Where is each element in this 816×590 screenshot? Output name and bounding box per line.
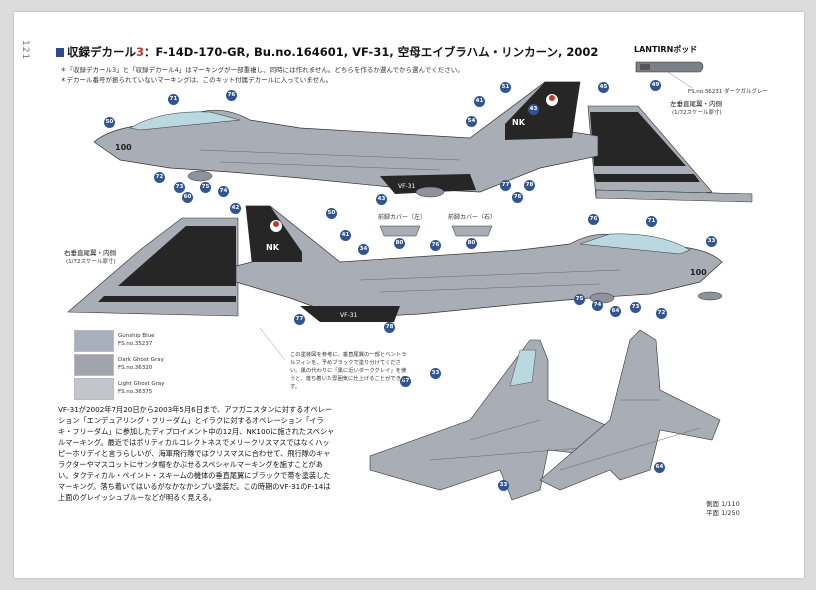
callout: 41 [474, 96, 485, 107]
callout: 74 [218, 186, 229, 197]
lantirn-pod [635, 61, 704, 89]
side-view-bottom: VF-31 100 NK [235, 205, 723, 322]
callout: 33 [498, 480, 509, 491]
callout: 71 [646, 216, 657, 227]
underside-plan-view [369, 339, 641, 501]
callout: 73 [174, 182, 185, 193]
callout: 76 [512, 192, 523, 203]
callout: 43 [376, 194, 387, 205]
callout: 54 [466, 116, 477, 127]
callout: 49 [650, 80, 661, 91]
callout: 51 [500, 82, 511, 93]
swatch-light-ghost-gray [74, 378, 114, 400]
title-square-icon [56, 48, 64, 57]
description-text: VF-31が2002年7月20日から2003年5月6日まで、アフガニスタンに対す… [58, 405, 335, 502]
callout: 78 [384, 322, 395, 333]
title-rest: ：F-14D-170-GR, Bu.no.164601, VF-31, 空母エイ… [144, 45, 599, 59]
callout: 43 [528, 104, 539, 115]
scale-info: 側面 1/110 平面 1/250 [706, 500, 740, 518]
callout: 78 [524, 180, 535, 191]
callout: 50 [326, 208, 337, 219]
side-view-top: VF-31 100 NK [93, 81, 599, 198]
right-fin-title: 右垂直尾翼・内側 [64, 249, 116, 257]
callout: 76 [226, 90, 237, 101]
callout: 34 [358, 244, 369, 255]
callout: 71 [168, 94, 179, 105]
swatch-gunship-blue [74, 330, 114, 352]
plan-scale: 平面 1/250 [706, 509, 740, 517]
page-number: 121 [20, 40, 30, 61]
callout: 80 [394, 238, 405, 249]
topside-plan-view [539, 329, 721, 491]
callout: 60 [182, 192, 193, 203]
nose-cover-right-label: 前脚カバー（右） [448, 214, 497, 221]
callout: 74 [592, 300, 603, 311]
caption-leader-line [259, 327, 286, 361]
right-fin-inner-drawing [67, 217, 239, 317]
callout: 77 [500, 180, 511, 191]
modex-top: 100 [115, 143, 132, 152]
callout: 33 [430, 368, 441, 379]
nose-cover-left-label: 前脚カバー（左） [378, 214, 427, 221]
callout: 75 [574, 294, 585, 305]
callout: 76 [588, 214, 599, 225]
callout: 45 [598, 82, 609, 93]
right-fin-scale: (1/72スケール原寸) [66, 259, 116, 265]
lantirn-title: LANTIRNポッド [634, 45, 698, 54]
callout: 76 [430, 240, 441, 251]
callout: 50 [104, 117, 115, 128]
lantirn-color-note: FS.no.36231 ダークガルグレー [688, 89, 769, 95]
note-line-1: ＊「収録デカール3」と「収録デカール4」はマーキングが一部重複し、同時には作れま… [60, 66, 464, 74]
callout: 73 [630, 302, 641, 313]
modex-bottom: 100 [690, 268, 707, 277]
callout: 41 [340, 230, 351, 241]
nose-gear-covers [379, 225, 493, 237]
callout: 33 [706, 236, 717, 247]
note-line-2: ＊デカール番号が振られていないマーキングは、このキット付属デカールに入っていませ… [60, 76, 333, 84]
callout: 75 [200, 182, 211, 193]
callout: 72 [656, 308, 667, 319]
ventral-text-bottom: VF-31 [340, 312, 358, 319]
side-scale: 側面 1/110 [706, 500, 740, 508]
tail-code-bottom: NK [266, 243, 280, 252]
title-number: 3 [136, 45, 145, 59]
left-fin-inner-drawing [587, 105, 753, 203]
callout: 64 [654, 462, 665, 473]
ventral-text-top: VF-31 [398, 183, 416, 190]
callout: 80 [466, 238, 477, 249]
page-title: 収録デカール3：F-14D-170-GR, Bu.no.164601, VF-3… [56, 44, 598, 60]
left-fin-scale: (1/72スケール原寸) [672, 110, 722, 116]
painting-caption: この塗装図を参考に、垂直尾翼の一部とベントラルフィンを、予めブラックで塗り分けて… [290, 352, 407, 390]
left-fin-title: 左垂直尾翼・内側 [670, 100, 722, 108]
callout: 77 [294, 314, 305, 325]
swatch-dark-ghost-gray [74, 354, 114, 376]
callout: 42 [230, 203, 241, 214]
title-prefix: 収録デカール [67, 45, 136, 59]
callout: 72 [154, 172, 165, 183]
callout: 67 [400, 376, 411, 387]
callout: 64 [610, 306, 621, 317]
tail-code-top: NK [512, 118, 526, 127]
